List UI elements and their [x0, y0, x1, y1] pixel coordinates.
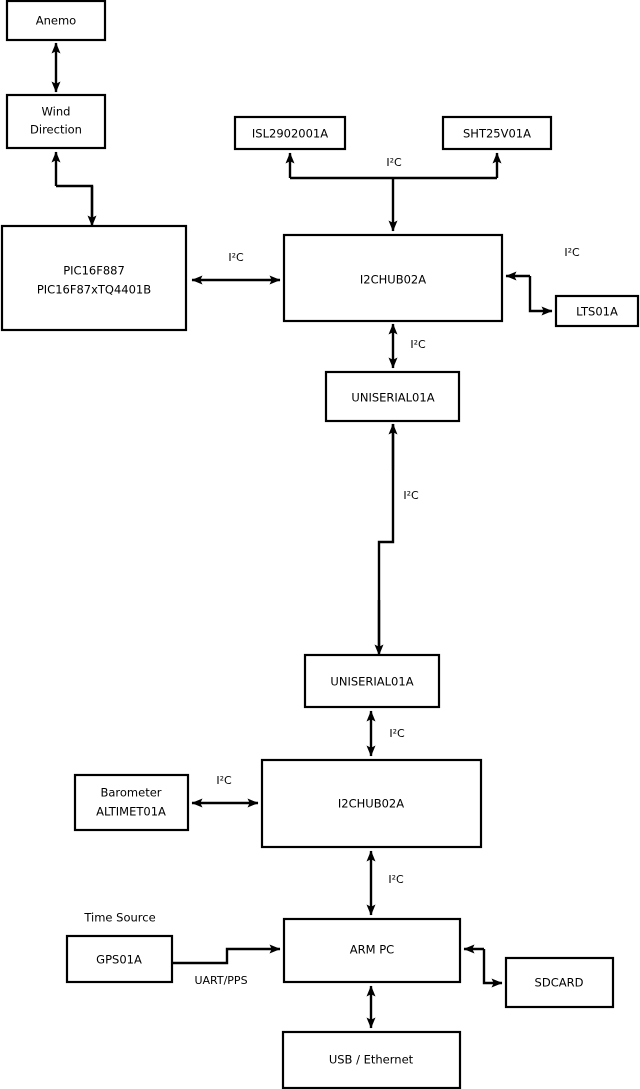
node-box[interactable]: [5, 0, 107, 42]
node-box[interactable]: [5, 93, 107, 150]
node-label: ISL2902001A: [252, 127, 328, 141]
edge-hubtop-lts: I²C: [505, 246, 580, 316]
node-label: UNISERIAL01A: [330, 675, 413, 689]
node-box[interactable]: [0, 224, 188, 332]
edge-label-hubtop-uniserialtop: I²C: [410, 338, 426, 351]
node-box[interactable]: [65, 934, 174, 984]
node-box[interactable]: [281, 1030, 462, 1089]
edge-armpc-sdcard: [463, 944, 503, 988]
node-label: ARM PC: [350, 943, 394, 957]
edge-label-hubtop-lts: I²C: [564, 246, 580, 259]
node-i2chub02a-top[interactable]: I2CHUB02A: [282, 233, 504, 323]
edge-line: [377, 424, 395, 651]
edge-hubtop-sensors: I²C: [285, 152, 502, 232]
edge-hubtop-uniserialtop: I²C: [388, 323, 426, 369]
node-anemo[interactable]: Anemo: [5, 0, 107, 42]
node-sdcard[interactable]: SDCARD: [504, 956, 615, 1009]
node-box[interactable]: [504, 956, 615, 1009]
node-label-line1: PIC16F887: [63, 264, 125, 278]
node-box[interactable]: [324, 370, 461, 423]
edge-uniserialbot-hubbot: I²C: [366, 710, 405, 757]
edge-barometer-hubbot: I²C: [191, 774, 259, 808]
edge-label-pic-hubtop: I²C: [228, 251, 244, 264]
node-gps01a[interactable]: GPS01A: [65, 934, 174, 984]
node-box[interactable]: [282, 917, 462, 984]
node-box[interactable]: [303, 653, 441, 709]
node-label: I2CHUB02A: [360, 273, 426, 287]
node-arm-pc[interactable]: ARM PC: [282, 917, 462, 984]
node-isl2902001a[interactable]: ISL2902001A: [233, 115, 347, 151]
node-usb-ethernet[interactable]: USB / Ethernet: [281, 1030, 462, 1089]
node-label: SHT25V01A: [463, 127, 531, 141]
edge-uniserialtop-uniserialbot: I²C: [374, 423, 419, 656]
node-box[interactable]: [73, 773, 190, 832]
node-label: Anemo: [36, 14, 76, 28]
node-label: GPS01A: [96, 953, 142, 967]
node-label: USB / Ethernet: [329, 1053, 414, 1067]
node-i2chub02a-bottom[interactable]: I2CHUB02A: [260, 758, 483, 849]
edge-label-gps-armpc: UART/PPS: [194, 974, 247, 987]
node-sht25v01a[interactable]: SHT25V01A: [441, 115, 553, 151]
edge-hubbot-armpc: I²C: [366, 850, 404, 916]
node-label: UNISERIAL01A: [351, 391, 434, 405]
edge-label-barometer-hubbot: I²C: [216, 774, 232, 787]
edge-label-hubbot-armpc: I²C: [388, 873, 404, 886]
edge-line: [172, 944, 281, 965]
label-time-source: Time Source: [83, 911, 155, 925]
node-box[interactable]: [441, 115, 553, 151]
node-label: I2CHUB02A: [338, 797, 404, 811]
node-label-line1: Wind: [42, 105, 71, 119]
edge-pic-hubtop: I²C: [191, 251, 281, 285]
node-label-line2: PIC16F87xTQ4401B: [37, 283, 151, 297]
edge-loop-out: [528, 276, 553, 316]
node-barometer[interactable]: Barometer ALTIMET01A: [73, 773, 190, 832]
edge-gps-armpc: UART/PPS: [172, 944, 281, 987]
node-box[interactable]: [554, 294, 640, 328]
node-box[interactable]: [282, 233, 504, 323]
edge-line: [56, 184, 94, 222]
node-label-line1: Barometer: [100, 786, 161, 800]
node-box[interactable]: [260, 758, 483, 849]
node-label-line2: ALTIMET01A: [96, 805, 166, 819]
node-box[interactable]: [233, 115, 347, 151]
node-label: LTS01A: [576, 305, 618, 319]
edge-wind-pic: [51, 151, 97, 227]
edge-loop-out: [482, 949, 503, 988]
node-label: SDCARD: [535, 976, 584, 990]
node-lts01a[interactable]: LTS01A: [554, 294, 640, 328]
node-uniserial01a-bottom[interactable]: UNISERIAL01A: [303, 653, 441, 709]
node-uniserial01a-top[interactable]: UNISERIAL01A: [324, 370, 461, 423]
node-pic[interactable]: PIC16F887 PIC16F87xTQ4401B: [0, 224, 188, 332]
edge-label-hubtop-sensors: I²C: [386, 156, 402, 169]
edge-label-uniserial-link: I²C: [403, 489, 419, 502]
node-wind-direction[interactable]: Wind Direction: [5, 93, 107, 150]
node-label-line2: Direction: [30, 123, 82, 137]
edge-label-uniserialbot-hubbot: I²C: [389, 727, 405, 740]
